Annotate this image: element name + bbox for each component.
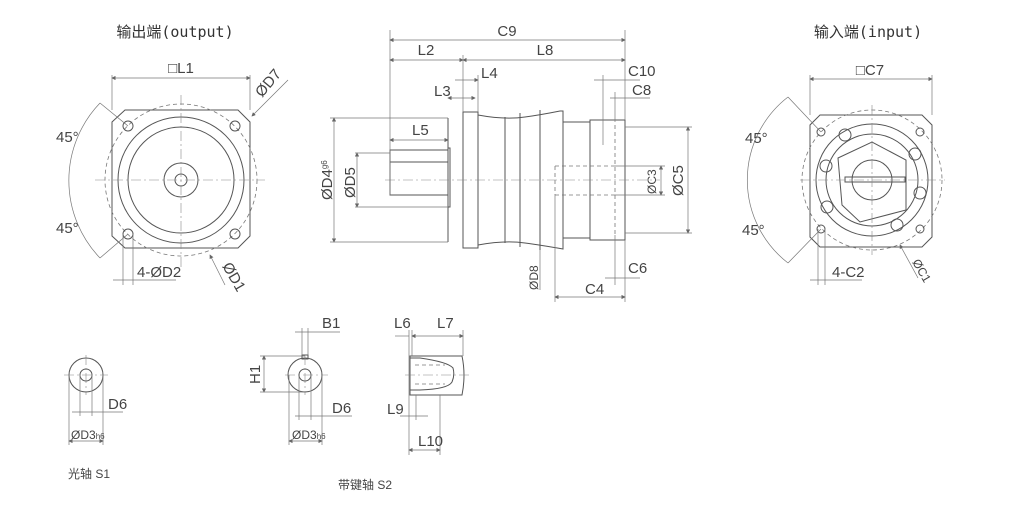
dim-L2: L2 bbox=[418, 42, 435, 59]
dim-C8: C8 bbox=[632, 82, 651, 99]
angle-45-bottom: 45° bbox=[56, 220, 79, 237]
dim-L1: □L1 bbox=[168, 60, 194, 77]
shaft-s1-caption: 光轴 S1 bbox=[68, 466, 110, 481]
output-title: 输出端(output) bbox=[116, 23, 233, 41]
dim-H1: H1 bbox=[247, 365, 264, 384]
dim-4-D2: 4-ØD2 bbox=[137, 264, 181, 281]
dim-D1: ØD1 bbox=[219, 260, 249, 295]
angle-45-bottom: 45° bbox=[742, 222, 765, 239]
dim-L9: L9 bbox=[387, 401, 404, 418]
dim-C9: C9 bbox=[497, 23, 516, 40]
dim-D4: ØD4g6 bbox=[319, 160, 336, 200]
dim-L10: L10 bbox=[418, 433, 443, 450]
dim-C3: ØC3 bbox=[645, 169, 659, 194]
input-end-view: 输入端(input) □C7 45° 45° 4-C2 ØC1 bbox=[742, 23, 945, 285]
shaft-s2-view: B1 H1 D6 ØD3h6 L6 L7 L9 L10 带键轴 S2 bbox=[247, 315, 470, 492]
shaft-s2-caption: 带键轴 S2 bbox=[338, 477, 392, 492]
dim-D6: D6 bbox=[108, 396, 127, 413]
dim-C6: C6 bbox=[628, 260, 647, 277]
dim-L5: L5 bbox=[412, 122, 429, 139]
side-view: C9 L2 L8 L4 L3 C10 C8 L5 ØD4g6 ØD5 ØC3 Ø… bbox=[319, 23, 692, 302]
dim-L6: L6 bbox=[394, 315, 411, 332]
dim-C1: ØC1 bbox=[909, 257, 934, 286]
dim-L4: L4 bbox=[481, 65, 498, 82]
dim-L8: L8 bbox=[537, 42, 554, 59]
dim-4-C2: 4-C2 bbox=[832, 264, 865, 281]
dim-D6: D6 bbox=[332, 400, 351, 417]
dim-D3: ØD3h6 bbox=[292, 428, 326, 442]
dim-B1: B1 bbox=[322, 315, 340, 332]
dim-C4: C4 bbox=[585, 281, 604, 298]
input-title: 输入端(input) bbox=[814, 23, 922, 41]
angle-45-top: 45° bbox=[56, 129, 79, 146]
dim-C7: □C7 bbox=[856, 62, 884, 79]
dim-L3: L3 bbox=[434, 83, 451, 100]
dim-C10: C10 bbox=[628, 63, 656, 80]
dim-D5: ØD5 bbox=[342, 167, 359, 198]
shaft-s1-view: D6 ØD3h6 光轴 S1 bbox=[64, 355, 127, 481]
dim-L7: L7 bbox=[437, 315, 454, 332]
dim-D8: ØD8 bbox=[527, 265, 541, 290]
dim-D7: ØD7 bbox=[252, 66, 285, 101]
dim-D3: ØD3h6 bbox=[71, 428, 105, 442]
output-end-view: 输出端(output) □L1 ØD7 45° 45° 4-ØD2 ØD1 bbox=[56, 23, 289, 295]
dim-C5: ØC5 bbox=[670, 165, 687, 196]
angle-45-top: 45° bbox=[745, 130, 768, 147]
